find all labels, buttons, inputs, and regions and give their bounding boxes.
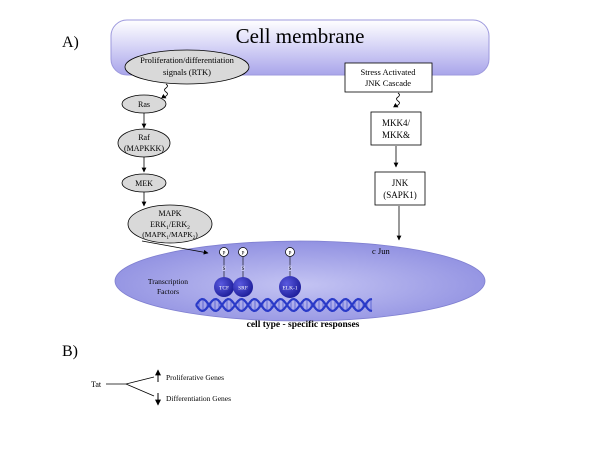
rtk-signal-line1: Proliferation/differentiation [140,55,235,65]
tat-branch-up [125,376,155,385]
ras-label: Ras [138,100,150,109]
elk1-factor [279,276,301,298]
panel-label-b: B) [62,343,78,360]
mkk-box [370,111,422,146]
tcf-phospho-label: P [223,252,226,257]
elk1-factor-label: ELK-1 [282,286,298,292]
raf-label-line2: (MAPKKK) [124,144,164,153]
mapk-erk-label: ERK1/ERK2 [150,220,190,231]
cascade-to-mkk-squiggle [393,92,400,108]
mkk-label-line1: MKK4/ [382,118,411,128]
srf-link-label: S [242,267,245,272]
elk1-phospho-icon [285,247,295,257]
mapk-to-nucleus-arrow [141,240,209,255]
elk1-link-label: S [289,267,292,272]
raf-label-line1: Raf [138,133,150,142]
mkk-label-line2: MKK& [382,130,410,140]
mek-label: MEK [135,179,153,188]
tat-branch-down [125,383,155,397]
proliferative-genes-label: Proliferative Genes [166,373,224,382]
srf-phospho-icon [238,247,248,257]
jnk-label-line1: JNK [392,178,409,188]
srf-phospho-label: P [242,252,245,257]
srf-factor-label: SRF [238,286,248,292]
tcf-link-label: S [223,267,226,272]
jnk-box [374,171,426,206]
mapk-node [127,204,213,244]
tcf-factor-label: TCF [219,286,229,292]
jnk-cascade-box [344,62,433,93]
elk1-phospho-label: P [289,252,292,257]
tat-label: Tat [91,380,102,389]
panel-label-a: A) [62,34,79,51]
c-jun-label: c Jun [372,246,390,256]
rtk-signal-node [124,49,250,85]
responses-label: cell type - specific responses [247,320,360,330]
dna-helix [195,297,373,313]
cell-membrane-label: Cell membrane [236,24,365,48]
srf-factor [233,277,253,297]
jnk-cascade-line2: JNK Cascade [365,78,411,88]
rtk-signal-line2: signals (RTK) [163,67,211,77]
mapk-title: MAPK [158,209,181,218]
tf-label-line1: Transcription [148,277,188,286]
tcf-phospho-icon [219,247,229,257]
rtk-to-ras-squiggle [161,83,168,99]
nucleus [114,240,486,322]
mapk-sub-label: (MAPK1/MAPK2) [142,230,198,241]
tcf-factor [214,277,234,297]
tf-label-line2: Factors [157,287,179,296]
jnk-cascade-line1: Stress Activated [360,67,416,77]
differentiation-genes-label: Differentiation Genes [166,394,231,403]
jnk-label-line2: (SAPK1) [383,190,417,200]
